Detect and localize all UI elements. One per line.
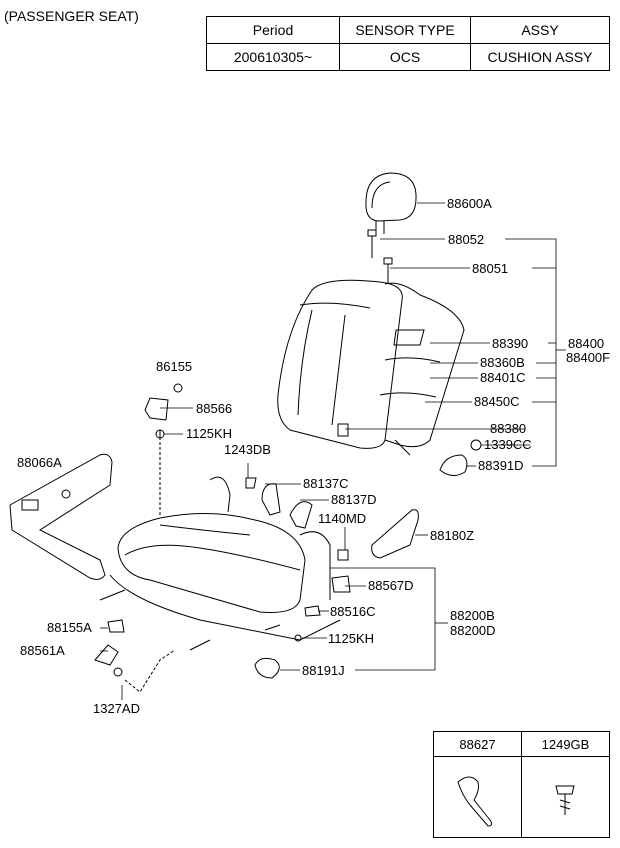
label-88390: 88390 <box>492 336 529 351</box>
inset-image-row <box>433 756 610 838</box>
label-1125KH-lower: 1125KH <box>328 631 375 646</box>
spec-header-sensor-type: SENSOR TYPE <box>339 16 471 44</box>
label-88191J: 88191J <box>302 663 345 678</box>
seatback-clips-drawing <box>439 439 482 476</box>
inset-header-row: 88627 1249GB <box>433 731 610 757</box>
small-parts-drawing <box>94 383 419 693</box>
label-88066A: 88066A <box>17 455 62 470</box>
label-86155: 86155 <box>156 359 193 374</box>
guide-pins-drawing <box>367 229 393 284</box>
label-88561A: 88561A <box>20 643 65 658</box>
label-88401C: 88401C <box>480 370 526 385</box>
inset-cell-1249GB <box>521 756 610 838</box>
label-88516C: 88516C <box>330 604 376 619</box>
leader-lines-back <box>345 202 566 467</box>
label-1125KH-upper: 1125KH <box>186 426 233 441</box>
label-88051: 88051 <box>472 261 509 276</box>
spec-header-period: Period <box>206 16 340 44</box>
label-88360B: 88360B <box>480 355 525 370</box>
spec-cell-assy: CUSHION ASSY <box>470 43 610 71</box>
label-88180Z: 88180Z <box>430 528 475 543</box>
label-88200D: 88200D <box>450 623 496 638</box>
label-88137D: 88137D <box>331 492 377 507</box>
spec-header-row: Period SENSOR TYPE ASSY <box>206 16 610 44</box>
diagram-title: (PASSENGER SEAT) <box>4 8 139 24</box>
spec-header-assy: ASSY <box>470 16 610 44</box>
inset-header-1249GB: 1249GB <box>521 731 610 757</box>
spec-cell-period: 200610305~ <box>206 43 340 71</box>
label-1243DB: 1243DB <box>224 442 271 457</box>
label-88400F: 88400F <box>566 350 611 365</box>
label-88450C: 88450C <box>474 394 520 409</box>
label-88052: 88052 <box>448 232 485 247</box>
label-88200B: 88200B <box>450 608 495 623</box>
leader-lines-cushion <box>100 407 448 700</box>
label-88400: 88400 <box>568 336 605 351</box>
label-1327AD: 1327AD <box>93 701 140 716</box>
label-88380: 88380 <box>490 421 527 436</box>
label-88566: 88566 <box>196 401 233 416</box>
headrest-drawing <box>365 172 417 234</box>
label-1140MD: 1140MD <box>318 511 367 526</box>
label-88391D: 88391D <box>478 458 524 473</box>
label-88600A: 88600A <box>447 196 492 211</box>
spec-table: Period SENSOR TYPE ASSY 200610305~ OCS C… <box>206 16 610 71</box>
cushion-drawing <box>99 476 341 651</box>
seatback-drawing <box>277 279 465 456</box>
inset-parts-table: 88627 1249GB <box>433 731 610 838</box>
spec-cell-sensor-type: OCS <box>339 43 471 71</box>
label-1339CC: 1339CC <box>484 437 532 452</box>
label-88567D: 88567D <box>368 578 414 593</box>
inset-header-88627: 88627 <box>433 731 522 757</box>
label-88137C: 88137C <box>303 476 349 491</box>
label-88155A: 88155A <box>47 620 92 635</box>
side-cover-drawing <box>9 453 113 580</box>
inset-cell-88627 <box>433 756 522 838</box>
spec-data-row: 200610305~ OCS CUSHION ASSY <box>206 43 610 71</box>
